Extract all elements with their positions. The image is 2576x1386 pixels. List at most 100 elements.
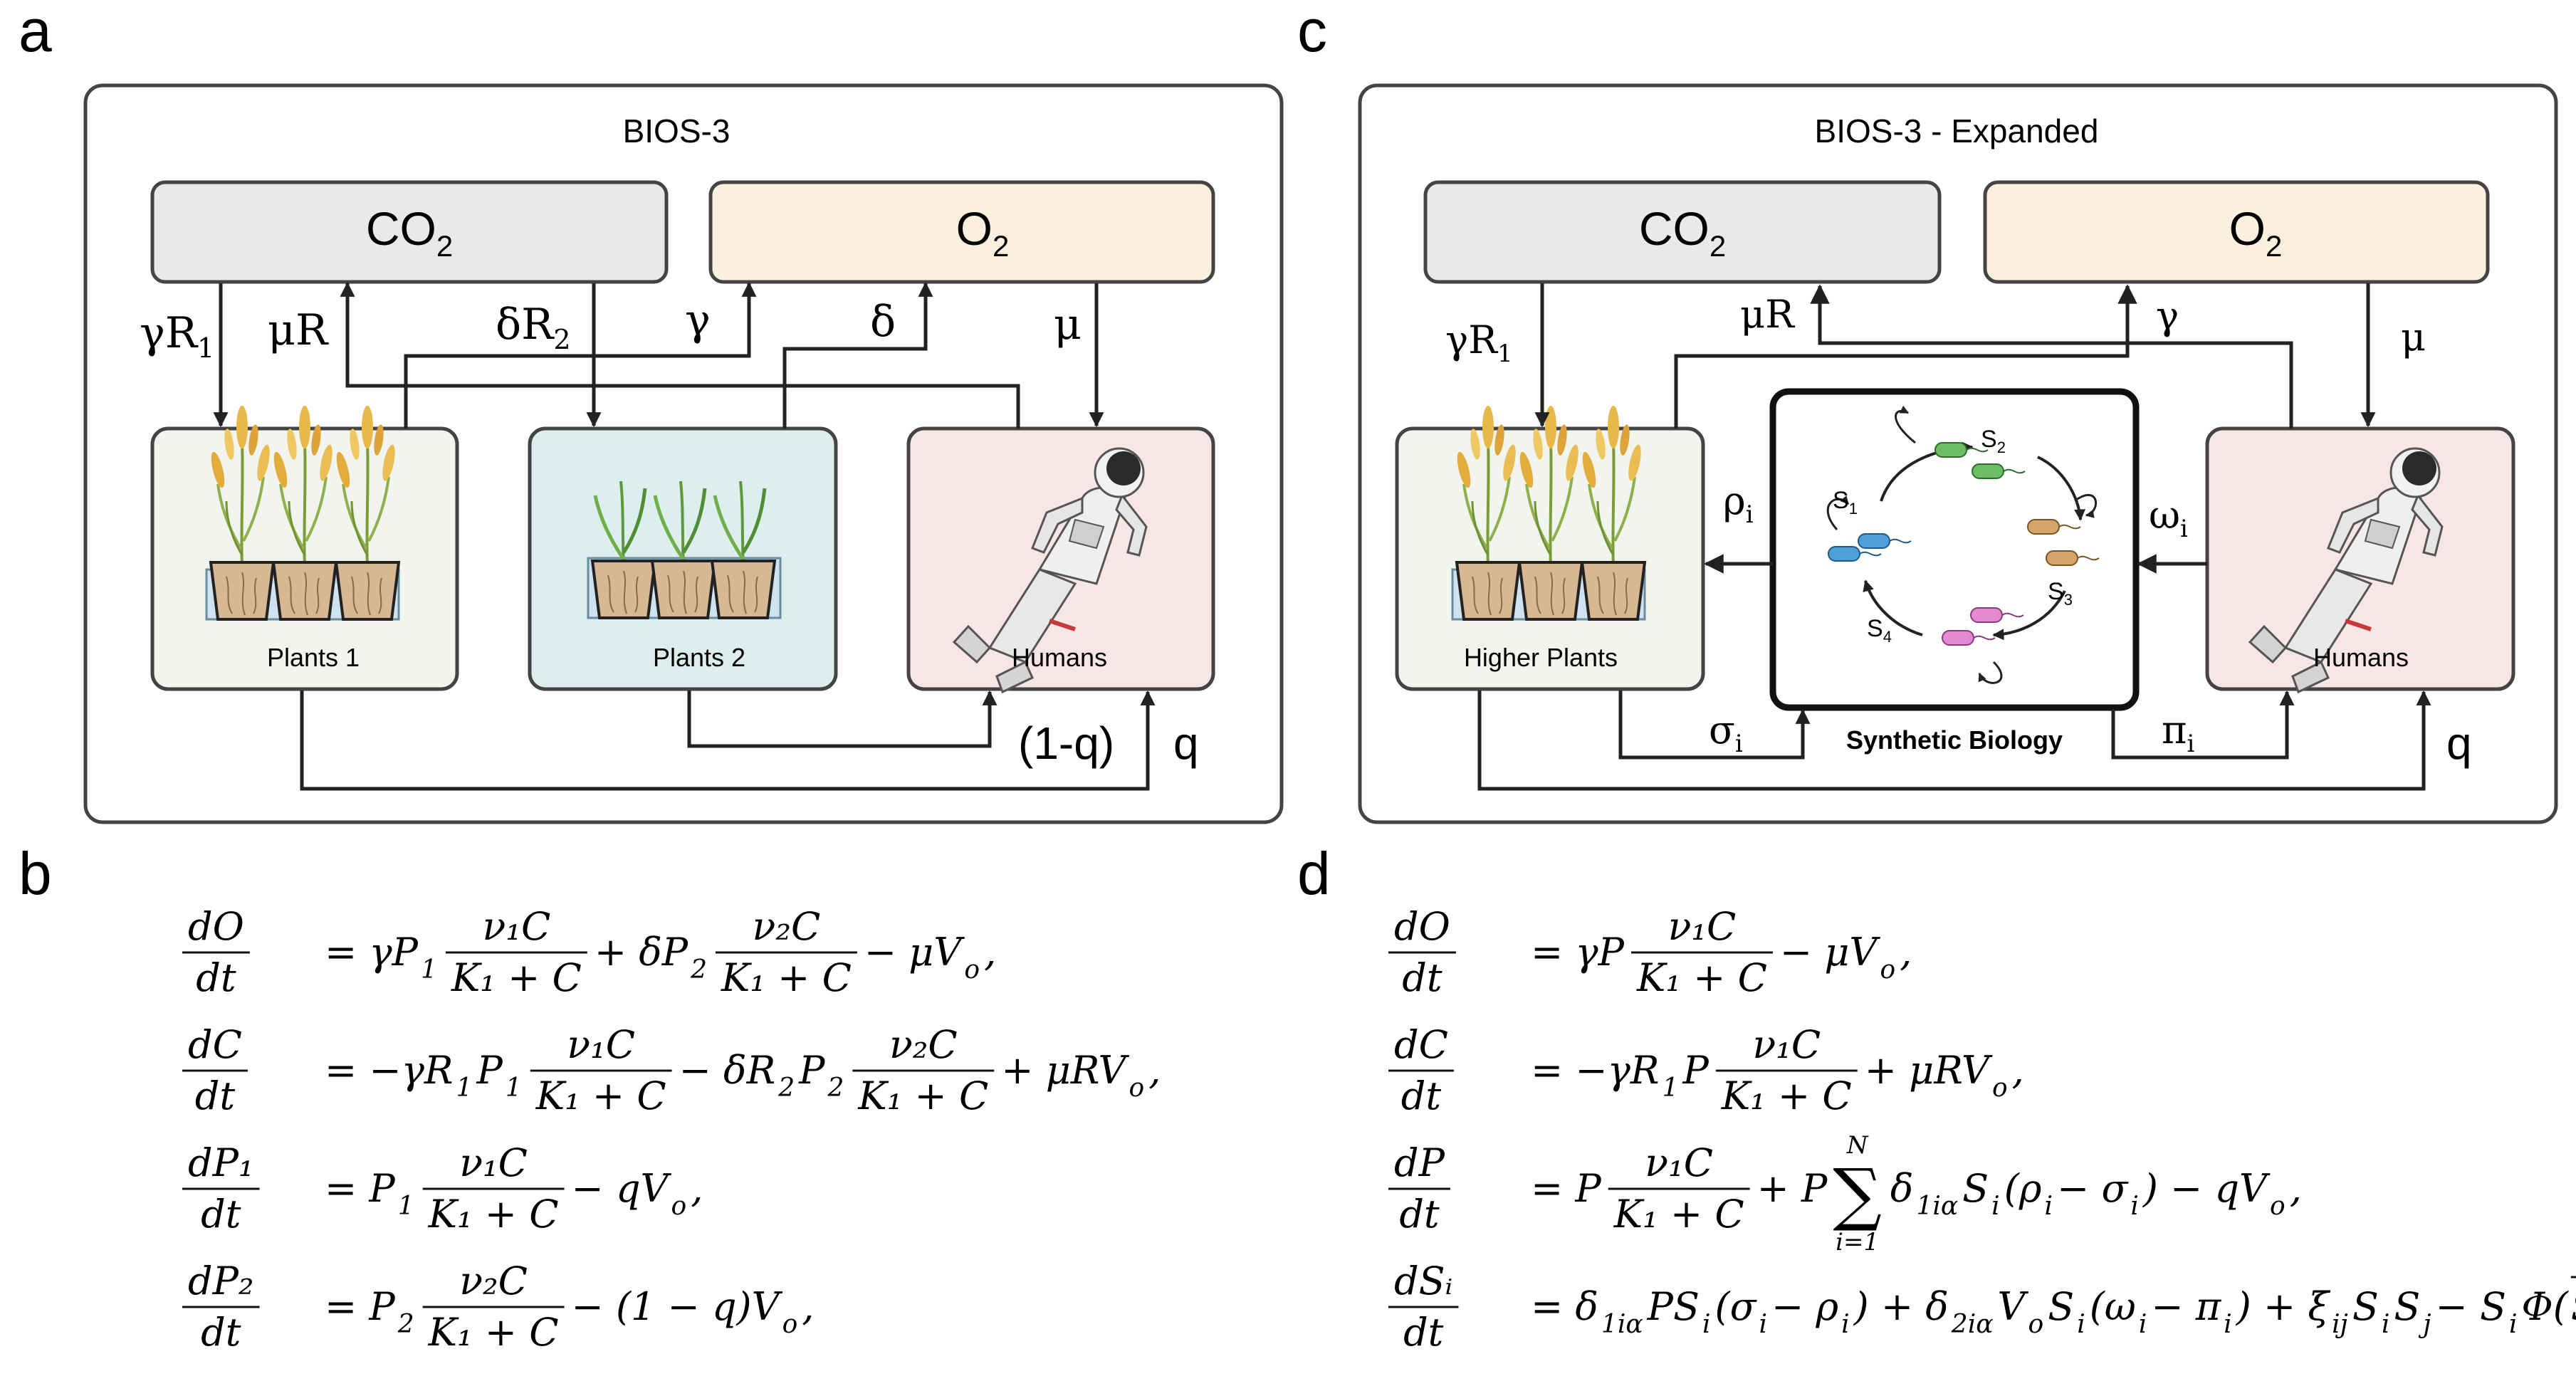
equation-subscript: i (1991, 1192, 2000, 1221)
equation-lhs-denominator: dt (195, 1073, 236, 1118)
equation-subscript: i (1841, 1310, 1850, 1339)
equation-term: = P (325, 1284, 396, 1329)
equation-term: , (2290, 1166, 2302, 1211)
equation-term: (σ (1715, 1284, 1758, 1329)
equation-fraction: ν₁C K₁ + C (1631, 904, 1773, 1000)
equation-fraction-numerator: ν₁C (482, 904, 550, 949)
label-pi: πi (2162, 708, 2195, 758)
sprout-plants-illustration (587, 481, 782, 619)
label-mu-r-c: μR (1740, 292, 1795, 337)
equation-fraction-numerator: ν₁C (567, 1022, 635, 1067)
panel-label-d: d (1297, 840, 1331, 907)
equation-lhs-numerator: dC (1394, 1022, 1448, 1067)
equation-subscript: ij (2332, 1310, 2348, 1339)
co2-box-c (1423, 180, 1942, 284)
equation-subscript: i (2224, 1310, 2232, 1339)
humans-label-a: Humans (1012, 643, 1107, 672)
equation-fraction-denominator: K₁ + C (1636, 955, 1767, 1000)
equation-subscript: 1 (398, 1192, 414, 1221)
equation-term: − qV (572, 1166, 672, 1211)
equation-term: ) + ξ (2236, 1284, 2331, 1329)
equation-fraction-denominator: K₁ + C (721, 955, 852, 1000)
equation-fraction-denominator: K₁ + C (535, 1073, 666, 1118)
label-gamma-a: γ (685, 295, 711, 345)
equation-vector: S (2571, 1284, 2576, 1329)
species-label-s1: S1 (1833, 487, 1858, 518)
equation-subscript: 2 (827, 1073, 844, 1103)
equation-fraction-numerator: ν₁C (1668, 904, 1737, 949)
equation-term: − μV (864, 930, 965, 975)
equation-lhs-denominator: dt (1402, 955, 1443, 1000)
arrow-plants-to-humans-q-c (1477, 690, 2431, 791)
equation-fraction-numerator: ν₁C (1645, 1140, 1713, 1185)
equation-term: ) − qV (2142, 1166, 2271, 1211)
summation: ∑Ni=1 (1833, 1131, 1882, 1256)
synthetic-biology-box (1769, 388, 2140, 711)
arrow-plants-to-co2-mu-r (340, 281, 1020, 429)
equation-term: δ (1890, 1166, 1914, 1211)
label-mu-r-a: μR (268, 305, 329, 355)
equation-term: − ρ (1771, 1284, 1838, 1329)
equation-subscript: 1 (421, 955, 437, 985)
equation-term: , (1900, 930, 1912, 975)
panel-a-title: BIOS-3 (623, 112, 731, 149)
equation-term: S (2048, 1284, 2074, 1329)
species-label-s4: S4 (1867, 615, 1892, 646)
arrow-synbio-to-humans-pi (2111, 690, 2295, 760)
label-q-c: q (2446, 718, 2472, 769)
label-mu-a: μ (1054, 300, 1082, 350)
equation-term: + δP (595, 930, 689, 975)
equation-term: (ω (2090, 1284, 2136, 1329)
equation-subscript: i (1702, 1310, 1711, 1339)
equation-subscript: o (782, 1310, 798, 1339)
equation-fraction-denominator: K₁ + C (1613, 1192, 1744, 1237)
equation-term: − S (2436, 1284, 2506, 1329)
equation-subscript: 1iα (1916, 1192, 1958, 1221)
plants2-label: Plants 2 (653, 643, 745, 672)
equation-term: − σ (2057, 1166, 2129, 1211)
arrow-plants2-to-humans (687, 690, 998, 748)
equation-lhs-denominator: dt (201, 1310, 241, 1355)
equation-term: , (691, 1166, 703, 1211)
o2-label-a: O2 (956, 202, 1010, 263)
humans-label-c: Humans (2313, 643, 2409, 672)
equation-subscript: 1 (1663, 1073, 1679, 1103)
equation-fraction: ν₁C K₁ + C (530, 1022, 672, 1118)
species-label-s2: S2 (1981, 426, 2006, 456)
equation-subscript: i (2382, 1310, 2390, 1339)
equation-term: + P (1757, 1166, 1828, 1211)
equation-subscript: 2 (397, 1310, 414, 1339)
equation-lhs-denominator: dt (1403, 1310, 1444, 1355)
equation-term: = P (325, 1166, 396, 1211)
equation-subscript: 1iα (1601, 1310, 1643, 1339)
equation-term: − μV (1780, 930, 1881, 975)
equation-fraction-numerator: ν₁C (459, 1140, 528, 1185)
equation-subscript: i (2130, 1192, 2139, 1221)
panel-c: BIOS-3 - Expanded CO2 O2 Higher Plants (1358, 83, 2558, 824)
equation-subscript: i (2139, 1310, 2147, 1339)
equation-subscript: o (1992, 1073, 2008, 1103)
summation-lower: i=1 (1836, 1228, 1879, 1256)
equation-fraction-denominator: K₁ + C (428, 1310, 559, 1355)
equation-lhs-numerator: dO (188, 904, 244, 949)
equation-subscript: o (964, 955, 980, 985)
equation-term: , (1148, 1048, 1161, 1093)
arrow-plants2-to-o2 (782, 281, 933, 429)
co2-label-a: CO2 (366, 202, 453, 263)
